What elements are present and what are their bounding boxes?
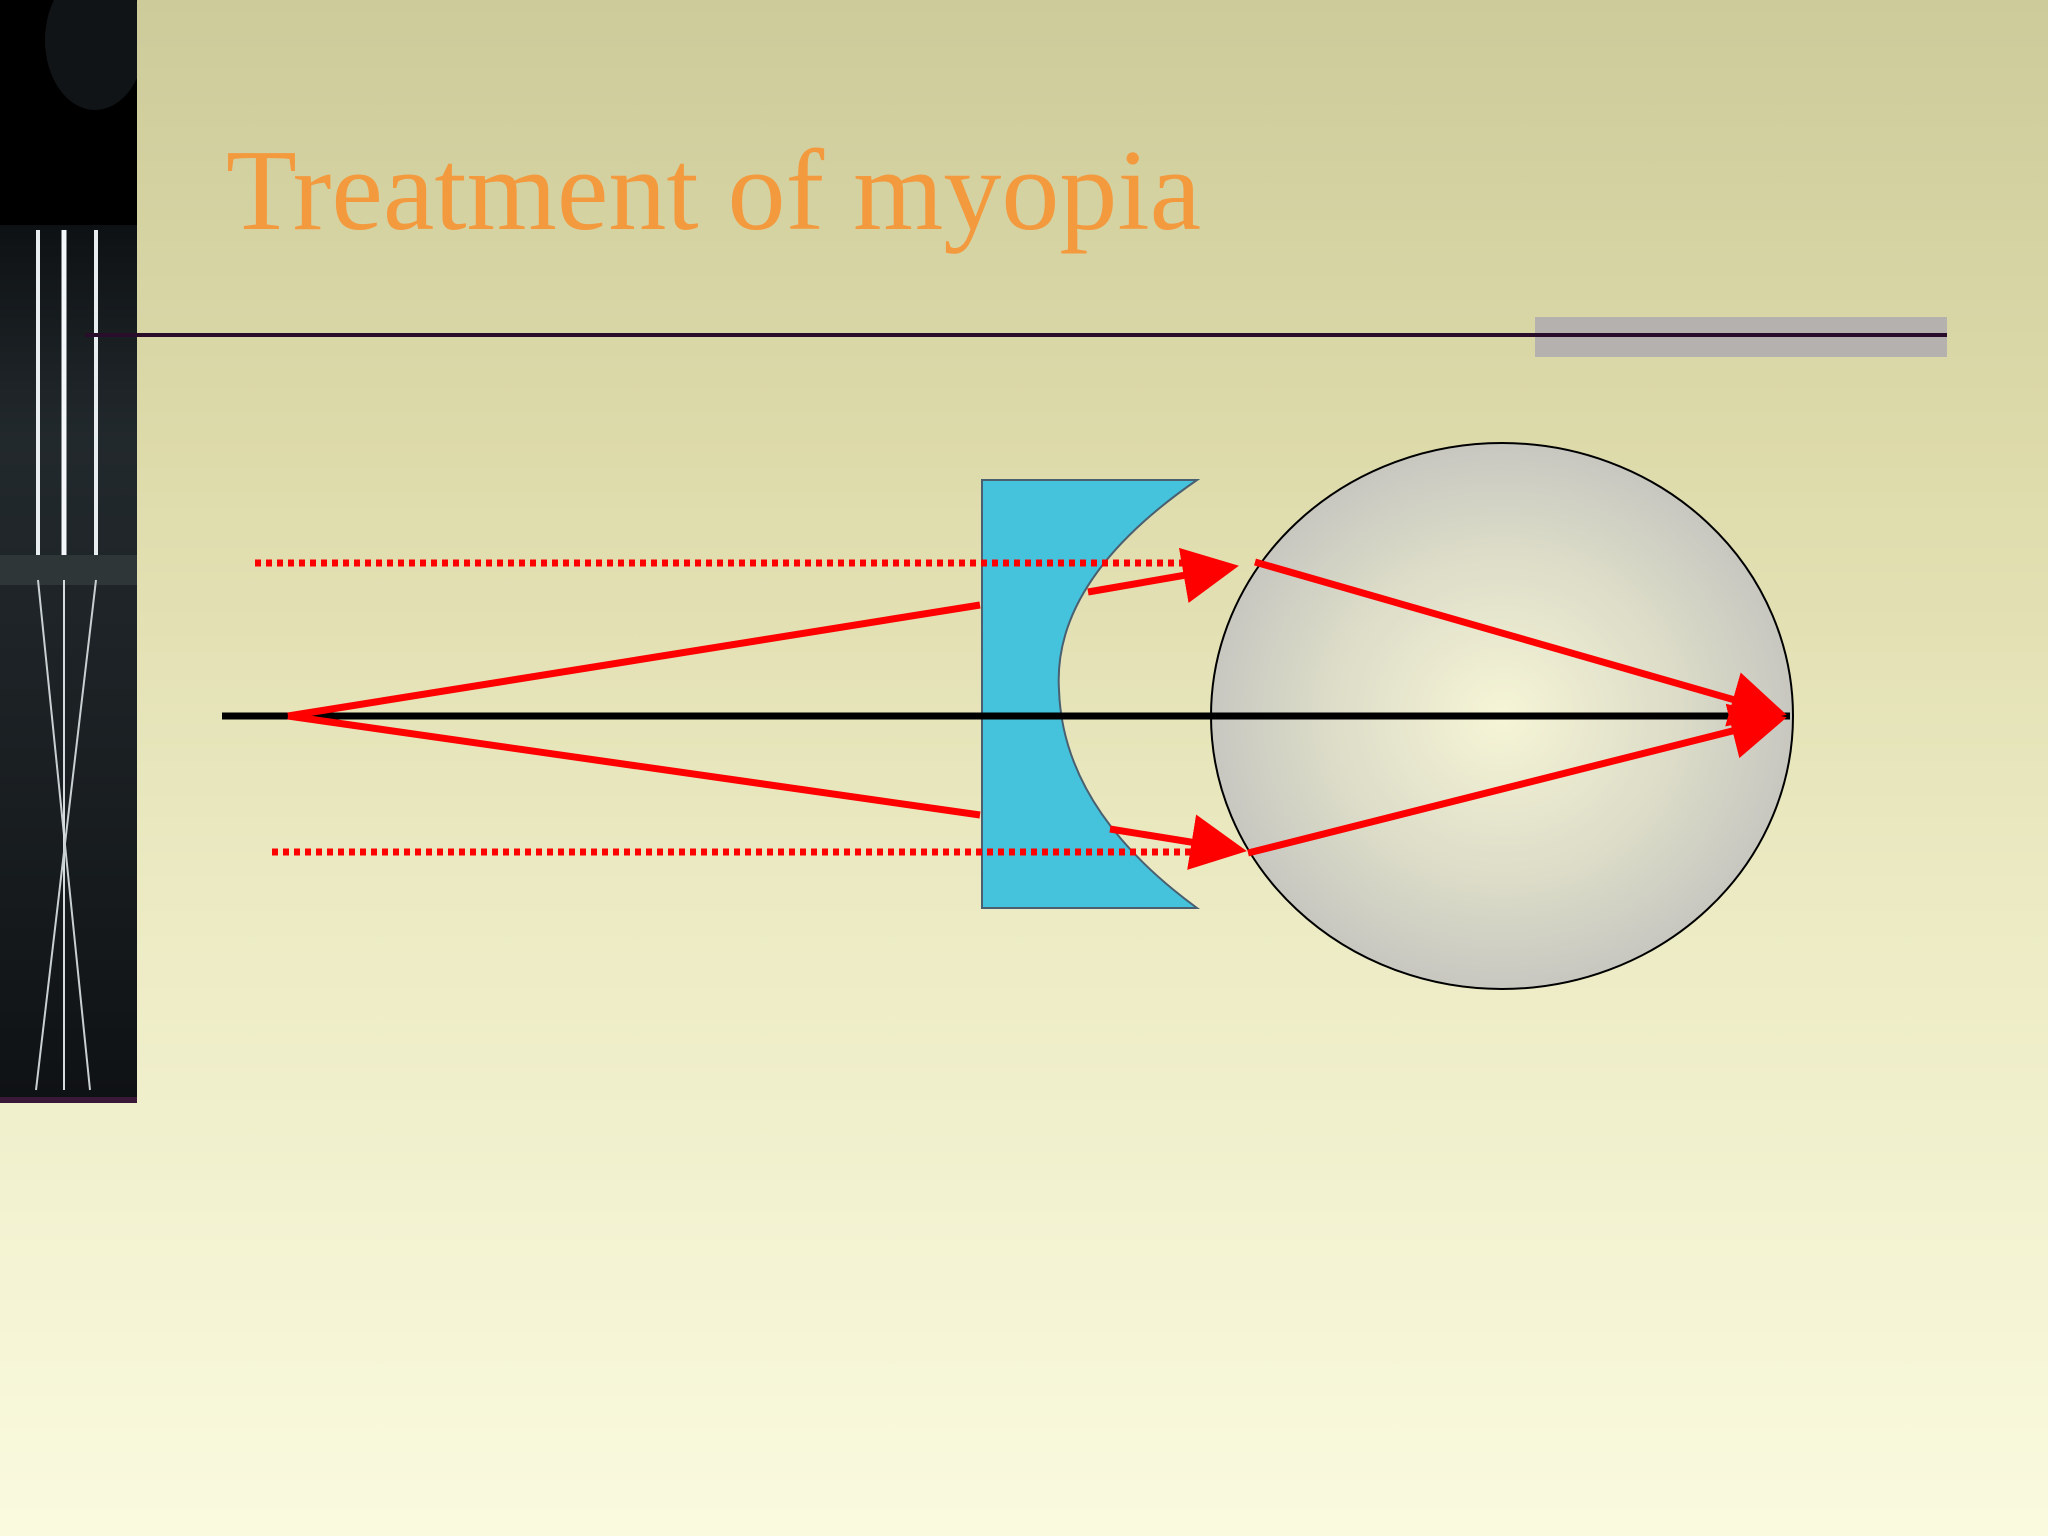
ray-source-to-lens-top	[287, 601, 981, 720]
title-rule-accent	[1535, 317, 1947, 357]
title-rule	[85, 333, 1947, 337]
light-rays-photo-icon	[0, 0, 137, 1091]
slide-title: Treatment of myopia	[226, 127, 1202, 255]
concave-lens-icon	[981, 479, 1201, 909]
ray-eye-to-retina-top	[1254, 558, 1787, 727]
ray-source-to-lens-bottom	[287, 712, 981, 819]
side-photo	[0, 0, 137, 1103]
ray-lens-to-eye-bottom	[1109, 814, 1247, 870]
ray-eye-to-retina-bottom	[1247, 703, 1787, 857]
ray-lens-to-eye-top	[1087, 547, 1239, 603]
